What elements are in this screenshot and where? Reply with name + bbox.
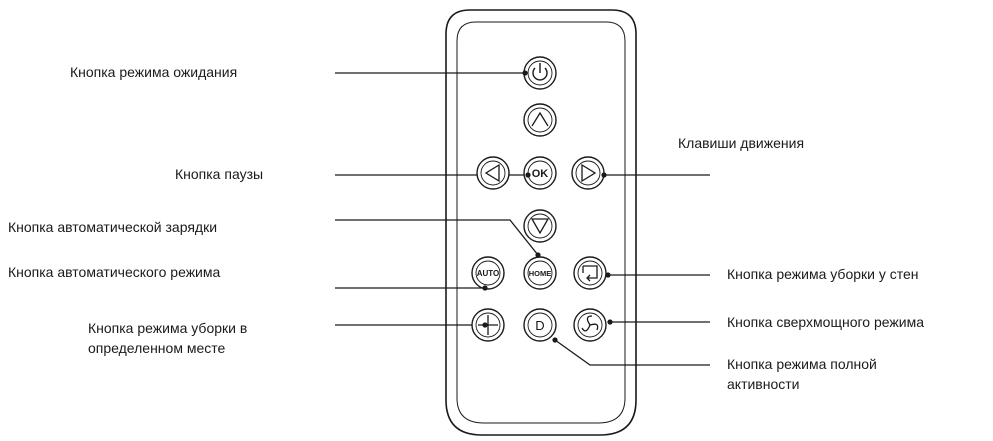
wall-cleaning-button[interactable]	[573, 256, 607, 290]
remote-buttons	[471, 56, 607, 342]
home-button[interactable]	[523, 256, 557, 290]
label-turbo: Кнопка сверхмощного режима	[727, 314, 924, 330]
label-auto-mode: Кнопка автоматического режима	[8, 264, 221, 280]
home-label: HOME	[529, 269, 552, 278]
arrow-left-icon	[484, 163, 500, 183]
auto-button[interactable]	[471, 256, 505, 290]
d-button[interactable]	[523, 308, 557, 342]
label-pause: Кнопка паузы	[175, 166, 264, 182]
arrow-down-icon	[530, 218, 550, 235]
turbo-button[interactable]	[573, 308, 607, 342]
label-standby: Кнопка режима ожидания	[70, 64, 238, 80]
label-full-activity: Кнопка режима полной активности	[727, 356, 877, 392]
power-icon	[532, 63, 548, 81]
arrow-right-icon	[581, 163, 597, 183]
left-button[interactable]	[476, 156, 510, 190]
arrow-up-icon	[531, 111, 549, 127]
label-spot-cleaning: Кнопка режима уборки в определенном мест…	[88, 320, 248, 356]
right-button[interactable]	[571, 156, 605, 190]
fan-icon	[581, 315, 599, 332]
leader-lines	[335, 72, 710, 366]
leader-full-activity	[554, 339, 710, 366]
label-movement: Клавиши движения	[678, 135, 805, 151]
ok-label: OK	[532, 168, 549, 180]
label-wall-cleaning: Кнопка режима уборки у стен	[727, 266, 919, 282]
down-button[interactable]	[523, 209, 557, 243]
power-button[interactable]	[523, 56, 557, 90]
spot-cross-icon	[478, 315, 498, 335]
leader-dots	[482, 70, 613, 343]
d-label: D	[535, 318, 544, 333]
wall-follow-icon	[582, 265, 598, 282]
remote-body-outer	[445, 9, 637, 436]
up-button[interactable]	[523, 103, 557, 137]
label-auto-charge: Кнопка автоматической зарядки	[8, 219, 218, 235]
leader-auto-charge	[335, 219, 539, 256]
remote-body-inner	[456, 21, 626, 424]
auto-label: AUTO	[477, 269, 500, 278]
spot-cleaning-button[interactable]	[471, 308, 505, 342]
